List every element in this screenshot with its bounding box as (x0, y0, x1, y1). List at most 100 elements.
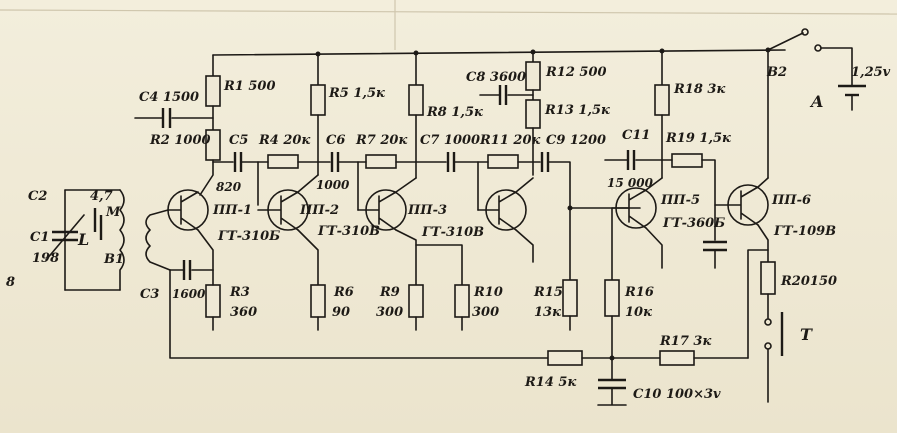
label-c7: C7 1000 (420, 133, 480, 148)
label-c1: C1 (30, 230, 49, 245)
label-r7: R7 20к (355, 133, 407, 148)
capacitor-c6 (330, 152, 340, 172)
label-c3: C3 (140, 287, 159, 302)
label-pp2: ПП-2 (299, 203, 339, 218)
label-t1-type: ГТ-310Б (217, 229, 280, 244)
label-c3-value: 1600 (172, 287, 206, 301)
label-t3-type: ГТ-310В (421, 225, 484, 240)
label-r15: R15 (533, 285, 563, 300)
label-c5-value: 820 (216, 180, 242, 194)
label-8: 8 (6, 275, 15, 290)
capacitor-c5 (233, 152, 243, 172)
paper-fold (0, 9, 897, 15)
label-c11: C11 (622, 128, 650, 143)
label-pp5: ПП-5 (660, 193, 700, 208)
switch-b2-lever (767, 32, 804, 51)
label-r5: R5 1,5к (328, 86, 385, 101)
label-c6-value: 1000 (316, 178, 350, 192)
resistor-r15 (562, 279, 578, 317)
capacitor-c11 (626, 150, 636, 170)
capacitor-c12 (703, 240, 727, 252)
label-r13: R13 1,5к (544, 103, 610, 118)
label-r8: R8 1,5к (426, 105, 483, 120)
label-r16-value: 10к (625, 305, 652, 320)
capacitor-c8 (498, 85, 508, 105)
label-t2-type: ГТ-310В (317, 224, 380, 239)
label-r18: R18 3к (673, 82, 725, 97)
label-r12: R12 500 (545, 65, 607, 80)
label-c4: C4 1500 (139, 90, 199, 105)
label-c10: C10 100×3v (633, 387, 721, 402)
resistor-r8 (408, 84, 424, 116)
resistor-r12 (525, 61, 541, 91)
label-r3: R3 (229, 285, 250, 300)
label-r19: R19 1,5к (665, 131, 731, 146)
label-battery-voltage: 1,25v (851, 65, 891, 80)
resistor-r10 (454, 284, 470, 318)
label-r15-value: 13к (534, 305, 561, 320)
variable-cap-arrow (45, 214, 85, 261)
label-r17: R17 3к (659, 334, 711, 349)
capacitor-c4 (161, 108, 172, 128)
capacitor-c9 (540, 152, 550, 172)
label-m-value: 4,7 (90, 189, 113, 204)
switch-b1 (93, 208, 103, 240)
label-c6: C6 (326, 133, 345, 148)
label-pp3: ПП-3 (407, 203, 447, 218)
label-c1-value: 198 (32, 251, 59, 266)
resistor-r20 (760, 261, 776, 295)
resistor-r11 (487, 154, 519, 169)
resistor-r3 (205, 284, 221, 318)
resistor-r19 (671, 153, 703, 168)
label-c9: C9 1200 (546, 133, 606, 148)
label-c8: C8 3600 (466, 70, 526, 85)
label-r4: R4 20к (258, 133, 310, 148)
label-r11: R11 20к (479, 133, 541, 148)
label-r3-value: 360 (230, 305, 257, 320)
label-r16: R16 (624, 285, 654, 300)
label-c2: C2 (28, 189, 47, 204)
resistor-r7 (365, 154, 397, 169)
label-c11-value: 15 000 (607, 176, 654, 190)
label-r10: R10 (473, 285, 503, 300)
capacitor-c1 (52, 230, 78, 242)
resistor-r14 (547, 350, 583, 366)
resistor-r9 (408, 284, 424, 318)
battery-wire (820, 47, 853, 87)
label-b2: B2 (766, 65, 787, 80)
resistor-r1 (205, 75, 221, 107)
label-b1: B1 (103, 252, 124, 267)
capacitor-c10 (598, 378, 626, 390)
resistor-r18 (654, 84, 670, 116)
label-pp1: ПП-1 (212, 203, 252, 218)
antenna-coil (145, 209, 171, 271)
resistor-r6 (310, 284, 326, 318)
resistor-r4 (267, 154, 299, 169)
label-m: M (105, 205, 121, 220)
label-r10-value: 300 (472, 305, 499, 320)
supply-rail (212, 49, 786, 56)
inductor-l (119, 189, 125, 291)
label-l: L (77, 230, 89, 249)
label-r20: R20150 (780, 274, 837, 289)
resistor-r13 (525, 99, 541, 129)
label-c5: C5 (229, 133, 248, 148)
label-t6-type: ГТ-109В (773, 224, 836, 239)
label-r6: R6 (333, 285, 354, 300)
capacitor-c7 (446, 152, 456, 172)
label-earphone-t: T (800, 325, 813, 344)
resistor-r17 (659, 350, 695, 366)
label-r9-value: 300 (376, 305, 403, 320)
label-r6-value: 90 (332, 305, 350, 320)
label-battery-a: A (809, 92, 823, 111)
resistor-r5 (310, 84, 326, 116)
resistor-r16 (604, 279, 620, 317)
label-r14: R14 5к (524, 375, 576, 390)
label-pp6: ПП-6 (771, 193, 811, 208)
label-r2: R2 1000 (149, 133, 211, 148)
label-r1: R1 500 (223, 79, 276, 94)
capacitor-c3 (182, 260, 192, 280)
label-r9: R9 (379, 285, 400, 300)
